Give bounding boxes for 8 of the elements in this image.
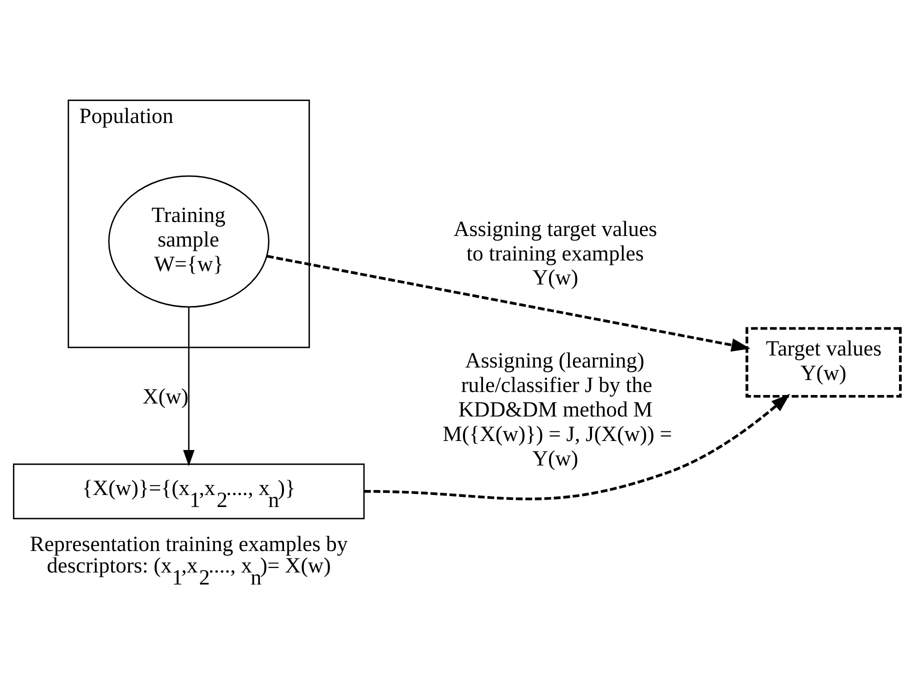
arrow bbox=[183, 307, 195, 466]
edge-label: Assigning (learning) rule/classifier J by the KDD&DM method M M({X(w)}) = J, J(X(w)) = Y(w) bbox=[442, 348, 672, 470]
arrow bbox=[364, 394, 790, 500]
edge-label: X(w) bbox=[142, 384, 188, 408]
node-box: Target values Y(w) bbox=[746, 327, 902, 398]
node-ellipse: Training sample W={w} bbox=[108, 175, 270, 308]
edge-label: Assigning target values to training examples Y(w) bbox=[454, 216, 658, 290]
arrow bbox=[266, 254, 750, 352]
